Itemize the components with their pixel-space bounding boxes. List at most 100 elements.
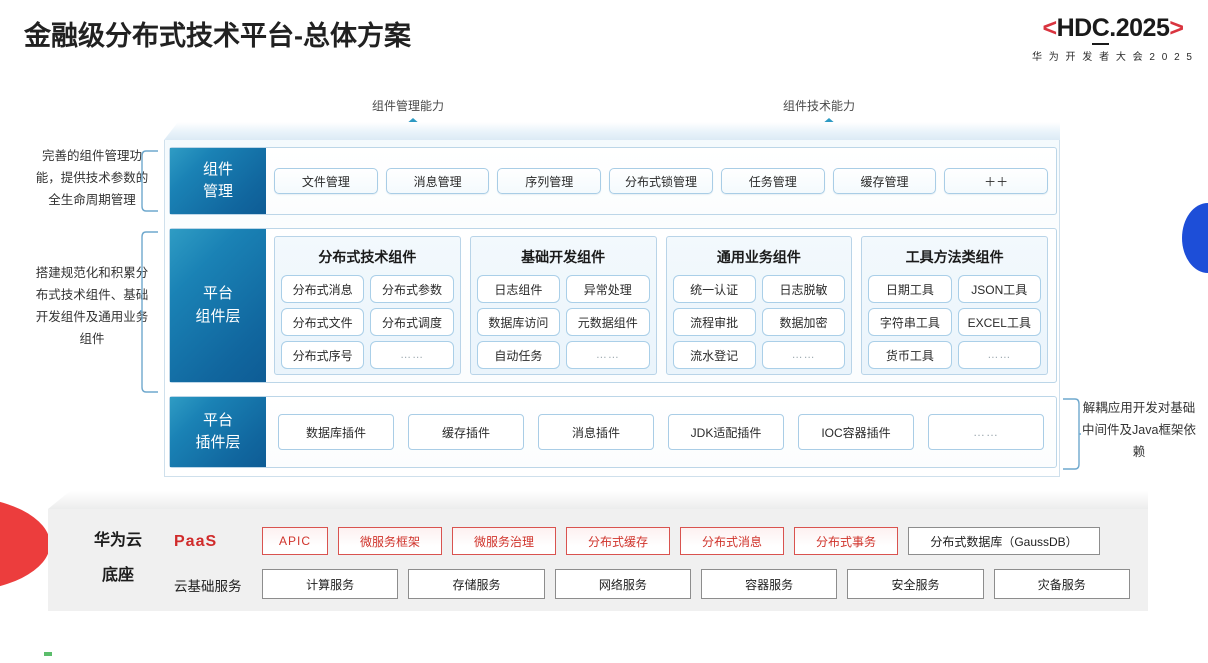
cloud-chip-dr-service[interactable]: 灾备服务 <box>993 569 1130 599</box>
chip-auto-task[interactable]: 自动任务 <box>476 341 561 369</box>
side-note-right-bottom: 解耦应用开发对基础中间件及Java框架依赖 <box>1082 401 1196 459</box>
chip-database-access[interactable]: 数据库访问 <box>476 308 561 336</box>
brace-left-top-icon <box>140 150 158 212</box>
group-common-business: 通用业务组件 统一认证 日志脱敏 流程审批 数据加密 流水登记 …… <box>665 236 853 375</box>
paas-row-label: PaaS <box>174 533 218 550</box>
paas-chip-distributed-transaction[interactable]: 分布式事务 <box>794 527 898 555</box>
chip-distributed-lock-management[interactable]: 分布式锁管理 <box>609 168 713 194</box>
chip-file-management[interactable]: 文件管理 <box>274 168 378 194</box>
page-title: 金融级分布式技术平台-总体方案 <box>24 21 411 51</box>
chip-more-ellipsis[interactable]: …… <box>957 341 1041 369</box>
chip-cache-management[interactable]: 缓存管理 <box>832 168 937 194</box>
hdc-logo: <HDC.2025> 华 为 开 发 者 大 会 2 0 2 5 <box>1031 14 1194 63</box>
chip-process-approval[interactable]: 流程审批 <box>672 308 756 336</box>
chip-sequence-management[interactable]: 序列管理 <box>497 168 602 194</box>
chip-more-ellipsis[interactable]: …… <box>566 341 650 369</box>
chip-ioc-container-plugin[interactable]: IOC容器插件 <box>798 414 914 450</box>
chip-jdk-adapter-plugin[interactable]: JDK适配插件 <box>668 414 784 450</box>
architecture-stack: 组件 管理 文件管理 消息管理 序列管理 分布式锁管理 任务管理 缓存管理 ＋＋… <box>164 140 1060 477</box>
layer-platform-plugin: 平台 插件层 数据库插件 缓存插件 消息插件 JDK适配插件 IOC容器插件 …… <box>169 396 1057 468</box>
group-grid: 日期工具 JSON工具 字符串工具 EXCEL工具 货币工具 …… <box>868 275 1041 369</box>
chip-more-ellipsis[interactable]: …… <box>761 341 846 369</box>
hdc-text-c: .2025 <box>1109 14 1170 42</box>
paas-chip-distributed-cache[interactable]: 分布式缓存 <box>566 527 670 555</box>
chip-cache-plugin[interactable]: 缓存插件 <box>408 414 524 450</box>
layer-label-line1: 平台 <box>202 285 233 302</box>
layer-label-line1: 平台 <box>202 411 233 429</box>
chip-log-component[interactable]: 日志组件 <box>476 275 561 303</box>
group-grid: 日志组件 异常处理 数据库访问 元数据组件 自动任务 …… <box>476 275 650 369</box>
layer-label-line1: 组件 <box>202 160 233 178</box>
huawei-cloud-base: 华为云 底座 PaaS 云基础服务 APIC 微服务框架 微服务治理 分布式缓存… <box>48 509 1148 611</box>
chip-currency-util[interactable]: 货币工具 <box>868 341 952 369</box>
bracket-right-icon: > <box>1169 14 1184 42</box>
chip-data-encryption[interactable]: 数据加密 <box>761 308 846 336</box>
group-basic-development: 基础开发组件 日志组件 异常处理 数据库访问 元数据组件 自动任务 …… <box>469 236 657 375</box>
chip-more-ellipsis[interactable]: …… <box>928 414 1044 450</box>
cloud-base-service-label: 云基础服务 <box>174 579 242 594</box>
chip-unified-auth[interactable]: 统一认证 <box>672 275 756 303</box>
chip-message-plugin[interactable]: 消息插件 <box>538 414 654 450</box>
arrow-caption-component-management: 组件管理能力 <box>372 99 445 113</box>
group-distributed-tech: 分布式技术组件 分布式消息 分布式参数 分布式文件 分布式调度 分布式序号 …… <box>274 236 461 375</box>
cloud-chip-security-service[interactable]: 安全服务 <box>847 569 984 599</box>
chip-task-management[interactable]: 任务管理 <box>720 168 825 194</box>
paas-services-row: APIC 微服务框架 微服务治理 分布式缓存 分布式消息 分布式事务 分布式数据… <box>262 527 1130 555</box>
brace-right-bottom-icon <box>1063 398 1081 470</box>
cloud-chip-container-service[interactable]: 容器服务 <box>700 569 838 599</box>
bracket-left-icon: < <box>1042 14 1058 42</box>
chip-distributed-file[interactable]: 分布式文件 <box>281 308 365 336</box>
chip-message-management[interactable]: 消息管理 <box>385 168 490 194</box>
paas-chip-distributed-database[interactable]: 分布式数据库（GaussDB） <box>908 527 1100 555</box>
chip-database-plugin[interactable]: 数据库插件 <box>278 414 394 450</box>
hdc-logo-subtitle: 华 为 开 发 者 大 会 2 0 2 5 <box>1031 52 1194 63</box>
layer-label-platform-component: 平台 组件层 <box>170 229 266 382</box>
layer-platform-component: 平台 组件层 分布式技术组件 分布式消息 分布式参数 分布式文件 分布式调度 分… <box>169 228 1057 383</box>
cloud-base-services-row: 计算服务 存储服务 网络服务 容器服务 安全服务 灾备服务 <box>262 569 1130 599</box>
group-title: 通用业务组件 <box>716 249 801 265</box>
layer-label-line2: 组件层 <box>195 307 241 325</box>
chip-string-util[interactable]: 字符串工具 <box>868 308 952 336</box>
chip-distributed-param[interactable]: 分布式参数 <box>370 275 454 303</box>
chip-excel-util[interactable]: EXCEL工具 <box>957 308 1041 336</box>
side-note-left-top: 完善的组件管理功能，提供技术参数的全生命周期管理 <box>35 149 149 207</box>
cloud-chip-compute-service[interactable]: 计算服务 <box>262 569 399 599</box>
chip-metadata-component[interactable]: 元数据组件 <box>566 308 650 336</box>
group-grid: 分布式消息 分布式参数 分布式文件 分布式调度 分布式序号 …… <box>281 275 454 369</box>
stack-top-bevel <box>164 122 1060 140</box>
chip-more-ellipsis[interactable]: …… <box>370 341 454 369</box>
paas-chip-microservice-framework[interactable]: 微服务框架 <box>338 527 442 555</box>
paas-top-bevel <box>48 491 1148 509</box>
chip-json-util[interactable]: JSON工具 <box>957 275 1041 303</box>
hdc-text-b: C <box>1091 14 1110 45</box>
paas-title-line2: 底座 <box>101 567 134 585</box>
cloud-chip-storage-service[interactable]: 存储服务 <box>408 569 545 599</box>
layer-component-management: 组件 管理 文件管理 消息管理 序列管理 分布式锁管理 任务管理 缓存管理 ＋＋ <box>169 147 1057 215</box>
side-note-left-mid: 搭建规范化和积累分布式技术组件、基础开发组件及通用业务组件 <box>35 266 149 346</box>
chip-distributed-message[interactable]: 分布式消息 <box>281 275 365 303</box>
group-grid: 统一认证 日志脱敏 流程审批 数据加密 流水登记 …… <box>672 275 846 369</box>
layer-items-component-management: 文件管理 消息管理 序列管理 分布式锁管理 任务管理 缓存管理 ＋＋ <box>266 148 1056 214</box>
layer-label-component-management: 组件 管理 <box>170 148 266 214</box>
chip-exception-handling[interactable]: 异常处理 <box>566 275 650 303</box>
red-wedge-decoration <box>0 496 50 592</box>
chip-more-plus[interactable]: ＋＋ <box>944 168 1049 194</box>
arrow-caption-component-technology: 组件技术能力 <box>783 99 856 113</box>
cloud-chip-network-service[interactable]: 网络服务 <box>554 569 691 599</box>
chip-transaction-record[interactable]: 流水登记 <box>672 341 756 369</box>
chip-date-util[interactable]: 日期工具 <box>868 275 952 303</box>
chip-log-masking[interactable]: 日志脱敏 <box>761 275 846 303</box>
chip-distributed-schedule[interactable]: 分布式调度 <box>370 308 454 336</box>
group-title: 分布式技术组件 <box>318 249 417 265</box>
brace-left-mid-icon <box>140 231 158 393</box>
paas-chip-microservice-governance[interactable]: 微服务治理 <box>452 527 556 555</box>
green-dot-decoration <box>44 652 52 656</box>
paas-chip-apic[interactable]: APIC <box>262 527 328 555</box>
paas-chip-distributed-message[interactable]: 分布式消息 <box>680 527 784 555</box>
chip-distributed-serial[interactable]: 分布式序号 <box>281 341 365 369</box>
layer-label-line2: 插件层 <box>195 434 241 451</box>
group-title: 基础开发组件 <box>521 249 606 265</box>
layer-label-line2: 管理 <box>202 183 233 200</box>
hdc-logo-text: <HDC.2025> <box>1032 14 1194 45</box>
